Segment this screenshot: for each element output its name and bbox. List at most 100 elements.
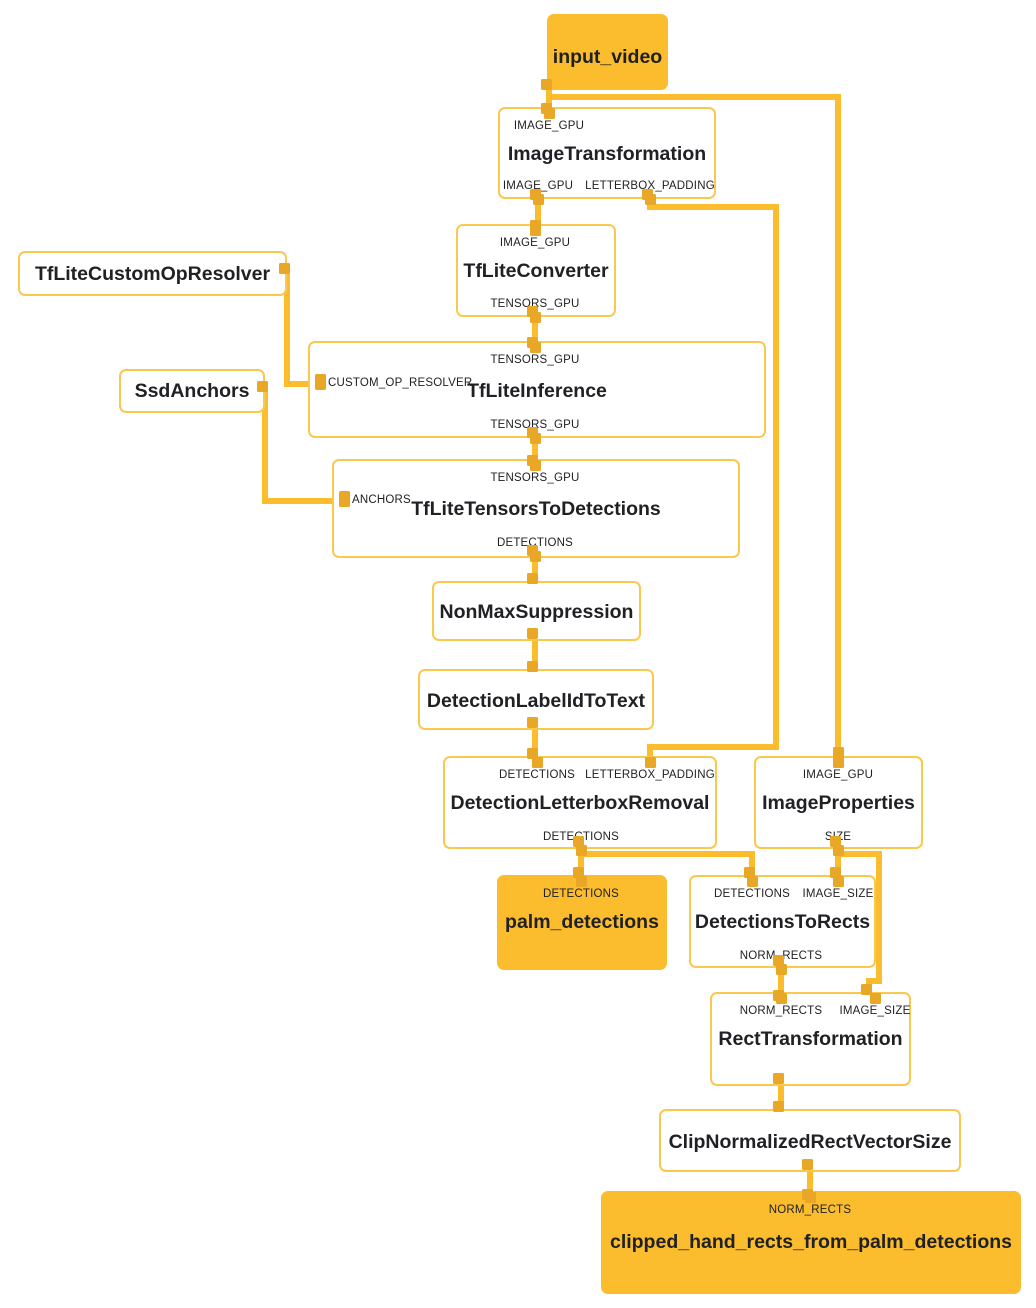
port-label-tensors_gpu: TENSORS_GPU [490, 472, 580, 484]
wire-connector-dot [257, 381, 268, 392]
wire-connector-dot [527, 573, 538, 584]
port-connector-dot [747, 876, 758, 887]
graph-edge-segment [835, 851, 882, 857]
wire-connector-dot [527, 628, 538, 639]
port-label-detections: DETECTIONS [498, 769, 576, 781]
wire-connector-dot [773, 955, 784, 966]
port-label-detections: DETECTIONS [542, 888, 620, 900]
graph-edge-segment [578, 851, 755, 857]
port-label-image_gpu: IMAGE_GPU [802, 769, 874, 781]
node-label: clipped_hand_rects_from_palm_detections [609, 1231, 1013, 1253]
wire-connector-dot [527, 545, 538, 556]
graph-edge-segment [262, 388, 268, 504]
graph-edge-segment [647, 744, 777, 750]
port-connector-dot [645, 757, 656, 768]
port-label-letterbox_padding: LETTERBOX_PADDING [585, 769, 715, 781]
wire-connector-dot [527, 661, 538, 672]
node-label: ImageProperties [762, 792, 915, 814]
node-label: TfLiteConverter [463, 260, 609, 282]
node-label: RectTransformation [718, 1028, 903, 1050]
port-label-tensors_gpu: TENSORS_GPU [490, 419, 580, 431]
port-label-custom_op_resolver: CUSTOM_OP_RESOLVER [328, 377, 473, 389]
graph-edge-segment [284, 381, 320, 387]
wire-connector-dot [541, 79, 552, 90]
port-connector-dot [833, 876, 844, 887]
calculator-node-rect_transformation[interactable]: RectTransformation [710, 992, 911, 1086]
port-connector-dot [576, 876, 587, 887]
wire-connector-dot [527, 427, 538, 438]
node-label: DetectionLetterboxRemoval [450, 792, 710, 814]
wire-connector-dot [541, 103, 552, 114]
wire-connector-dot [573, 867, 584, 878]
node-label: TfLiteCustomOpResolver [34, 263, 271, 285]
graph-edge-segment [532, 552, 538, 585]
wire-connector-dot [527, 455, 538, 466]
wire-connector-dot [339, 491, 350, 502]
port-label-anchors: ANCHORS [352, 494, 411, 506]
port-connector-dot [833, 757, 844, 768]
wire-connector-dot [642, 189, 653, 200]
port-label-image_size: IMAGE_SIZE [839, 1005, 911, 1017]
port-label-image_gpu: IMAGE_GPU [499, 237, 571, 249]
port-connector-dot [833, 845, 844, 856]
port-connector-dot [776, 964, 787, 975]
graph-edge-segment [532, 434, 538, 467]
calculator-node-image_properties[interactable]: ImageProperties [754, 756, 923, 849]
calculator-node-clip_normalized_rect_vector_size[interactable]: ClipNormalizedRectVectorSize [659, 1109, 961, 1172]
graph-edge-segment [647, 204, 777, 210]
stream-node-clipped_hand_rects[interactable]: clipped_hand_rects_from_palm_detections [601, 1191, 1021, 1294]
port-connector-dot [532, 757, 543, 768]
stream-node-palm_detections[interactable]: palm_detections [497, 875, 667, 970]
wire-connector-dot [802, 1189, 813, 1200]
wire-connector-dot [527, 748, 538, 759]
graph-edge-segment [778, 962, 784, 1002]
node-label: TfLiteInference [467, 380, 607, 402]
graph-edge-segment [284, 270, 290, 386]
wire-connector-dot [530, 220, 541, 231]
wire-connector-dot [530, 189, 541, 200]
calculator-node-ssd_anchors[interactable]: SsdAnchors [119, 369, 265, 413]
wire-connector-dot [573, 836, 584, 847]
graph-edge-segment [807, 1166, 813, 1206]
stream-node-input_video[interactable]: input_video [547, 14, 668, 90]
port-connector-dot [530, 433, 541, 444]
graph-edge-segment [532, 724, 538, 764]
node-label: NonMaxSuppression [439, 601, 634, 623]
graph-edge-segment [778, 1080, 784, 1120]
node-label: DetectionsToRects [694, 911, 871, 933]
wire-connector-dot [527, 717, 538, 728]
wire-connector-dot [527, 337, 538, 348]
calculator-node-image_transformation[interactable]: ImageTransformation [498, 107, 716, 199]
node-label: ImageTransformation [507, 143, 707, 165]
calculator-node-tflite_inference[interactable]: TfLiteInference [308, 341, 766, 438]
wire-connector-dot [773, 990, 784, 1001]
graph-edge-segment [532, 313, 538, 346]
wire-connector-dot [279, 263, 290, 274]
port-label-tensors_gpu: TENSORS_GPU [490, 354, 580, 366]
graph-edge-segment [546, 86, 552, 114]
node-label: SsdAnchors [134, 380, 250, 402]
wire-connector-dot [861, 984, 872, 995]
calculator-node-detection_letterbox_removal[interactable]: DetectionLetterboxRemoval [443, 756, 717, 849]
wire-connector-dot [833, 747, 844, 758]
wire-connector-dot [744, 867, 755, 878]
wire-connector-dot [773, 1073, 784, 1084]
node-label: TfLiteTensorsToDetections [411, 498, 661, 520]
node-label: ClipNormalizedRectVectorSize [668, 1131, 952, 1153]
port-connector-dot [870, 993, 881, 1004]
graph-edge-segment [647, 744, 653, 764]
port-label-image_size: IMAGE_SIZE [802, 888, 874, 900]
wire-connector-dot [773, 1101, 784, 1112]
port-label-norm_rects: NORM_RECTS [768, 1204, 852, 1216]
graph-edge-segment [866, 978, 882, 984]
graph-edge-segment [835, 94, 841, 762]
port-label-tensors_gpu: TENSORS_GPU [490, 298, 580, 310]
graph-edge-segment [535, 196, 541, 229]
port-label-image_gpu: IMAGE_GPU [513, 120, 585, 132]
node-label: DetectionLabelIdToText [426, 690, 646, 712]
graph-edge-segment [773, 204, 779, 750]
wire-connector-dot [830, 836, 841, 847]
wire-connector-dot [802, 1159, 813, 1170]
calculator-node-tflite_custom_op_resolver[interactable]: TfLiteCustomOpResolver [18, 251, 287, 296]
port-connector-dot [530, 551, 541, 562]
